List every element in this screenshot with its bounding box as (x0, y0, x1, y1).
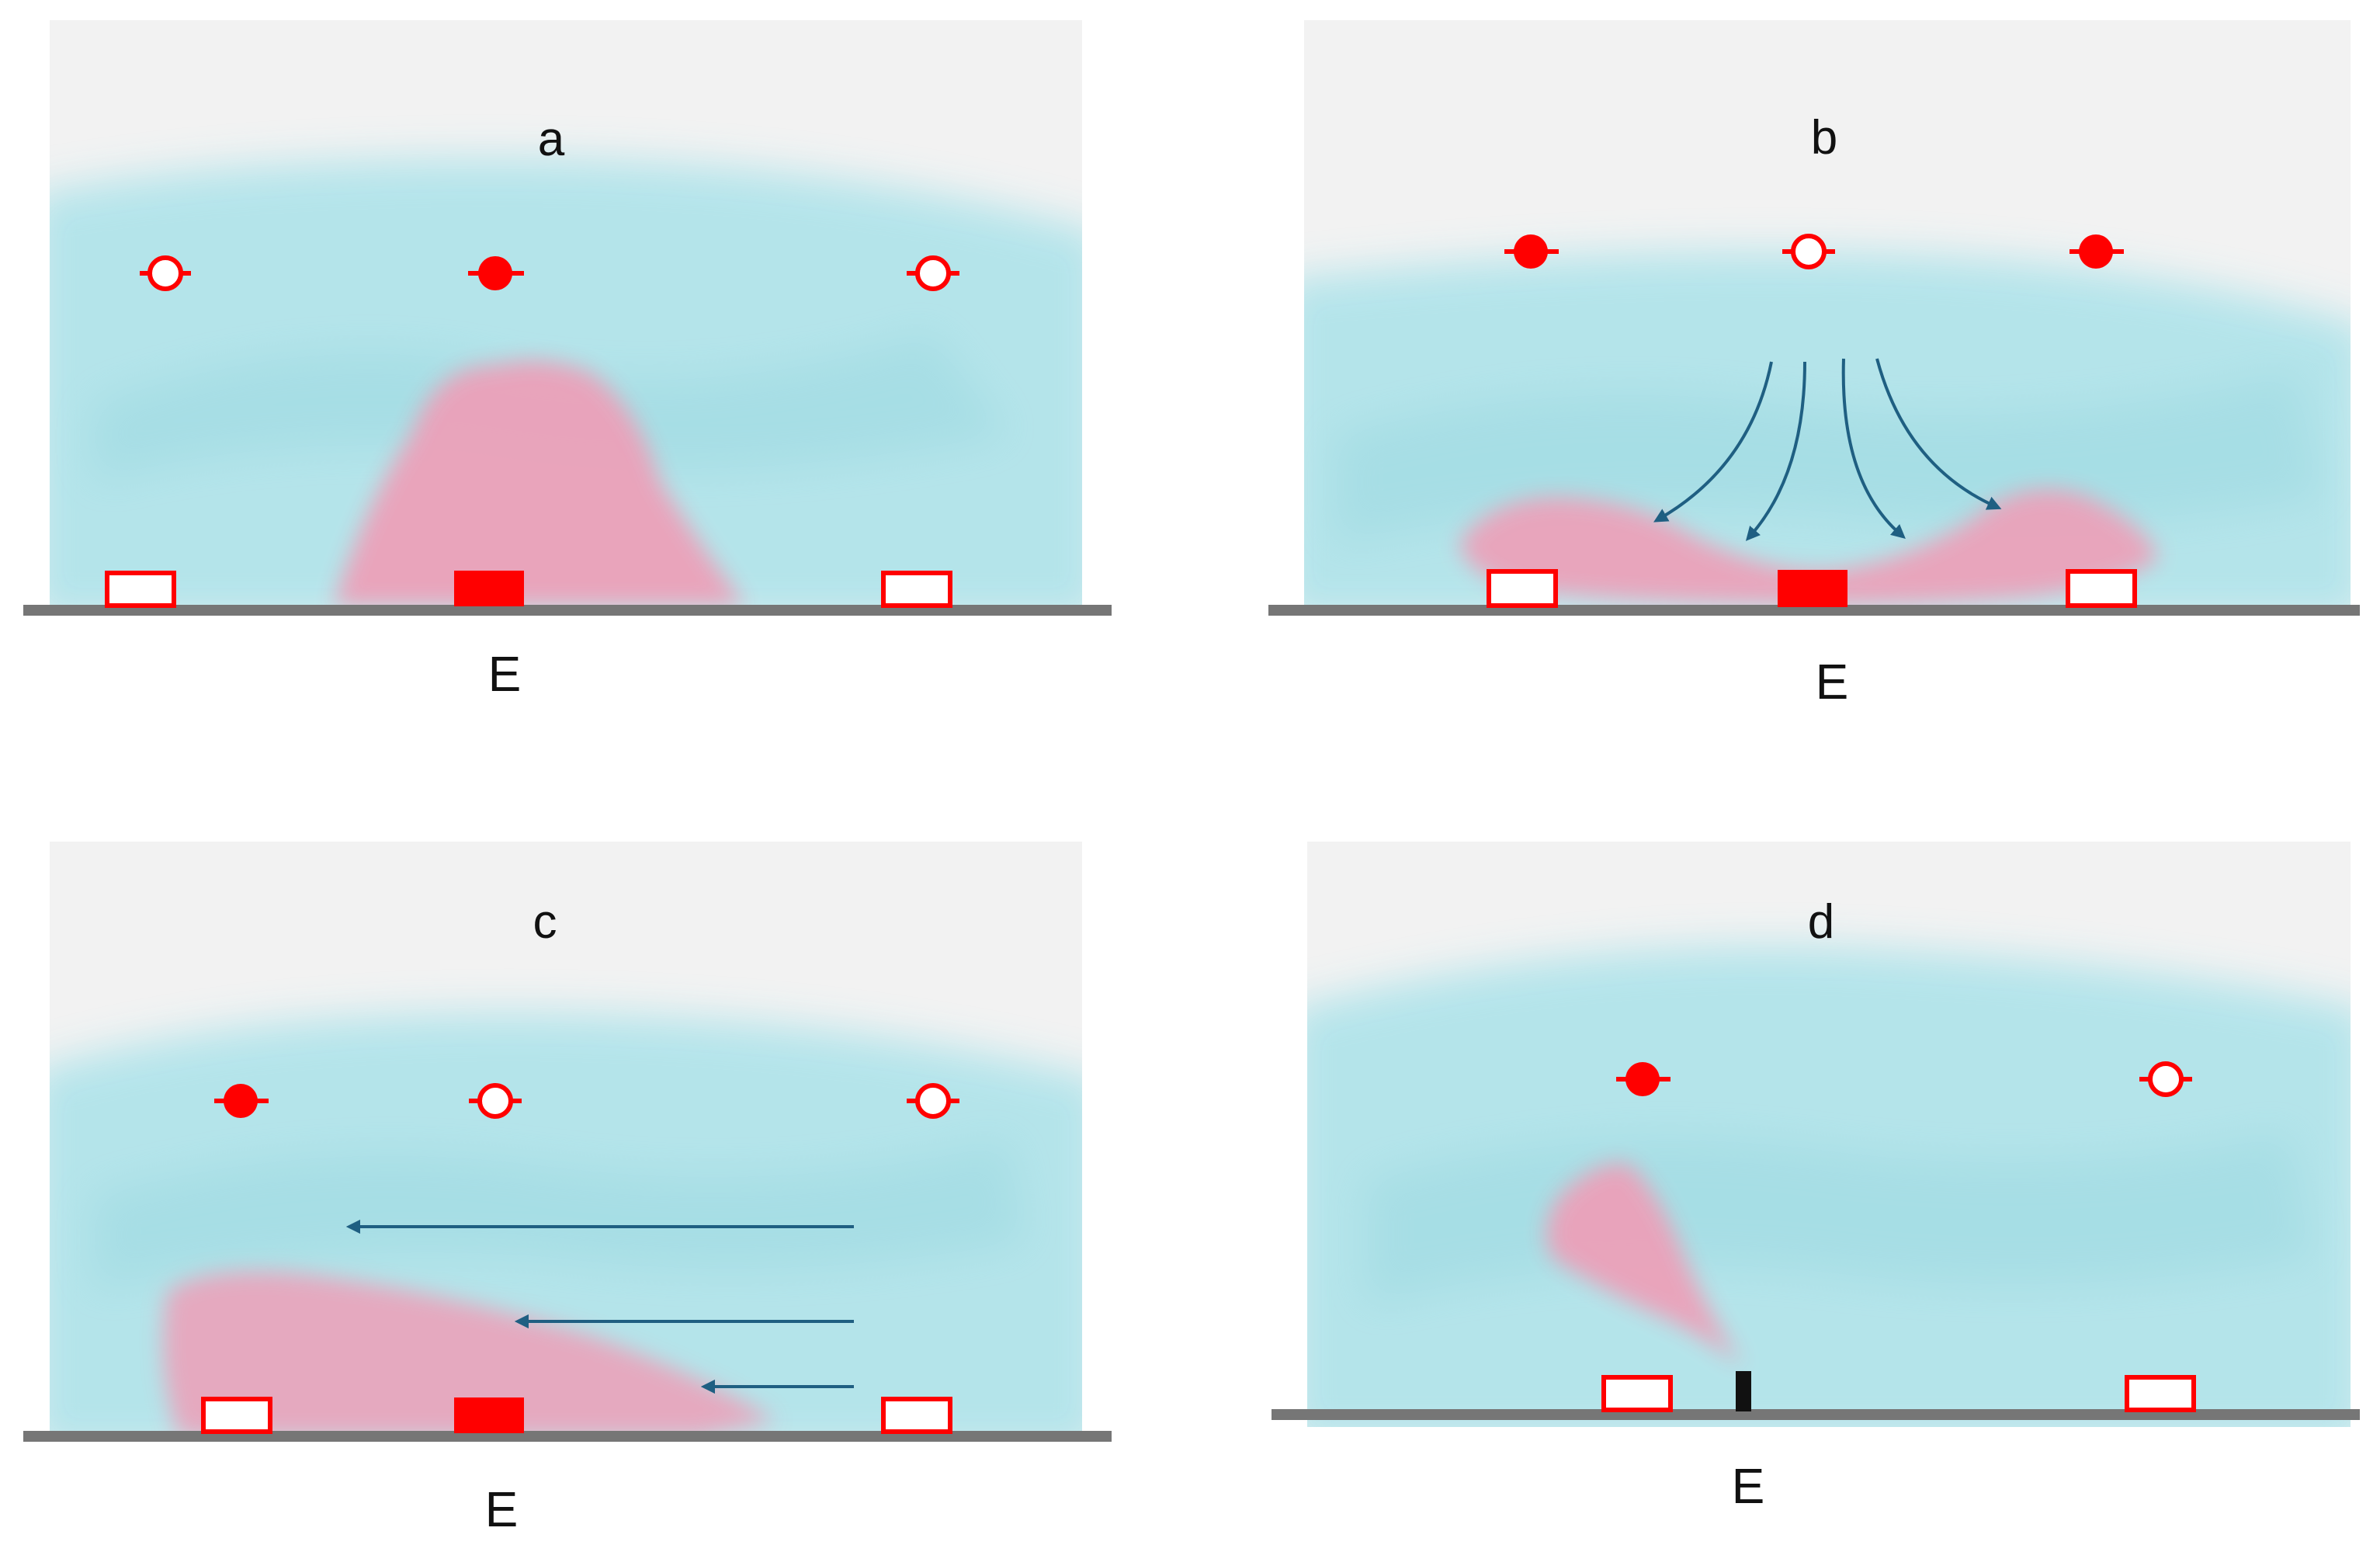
panel-c-ground-label: E (485, 1481, 519, 1537)
panel-b-downdraft-arrows (1653, 358, 2002, 541)
panel-d-ground-station-2 (2125, 1375, 2196, 1412)
panel-c-label: c (533, 895, 557, 949)
panel-d-ground-label: E (1732, 1458, 1765, 1514)
panel-c-ground-station-3 (881, 1397, 952, 1434)
panel-b-arrow-3 (1841, 358, 1906, 540)
panel-c-air-marker-3 (907, 1083, 959, 1119)
panel-c-air-marker-2 (469, 1083, 522, 1119)
panel-c-plume (163, 1271, 776, 1436)
panel-b-ground-label: E (1816, 654, 1849, 710)
panel-c: c E (23, 842, 1112, 1537)
panel-d-air-marker-2 (2139, 1061, 2192, 1097)
panel-b-air-marker-2 (1782, 234, 1835, 269)
panel-d-plume (1546, 1163, 1744, 1368)
panel-d-air-marker-1 (1616, 1062, 1671, 1096)
panel-c-wind-arrows (345, 1219, 854, 1394)
panel-a-label: a (538, 113, 565, 166)
panel-a: a E (23, 20, 1112, 702)
panel-b-arrow-2 (1745, 361, 1806, 541)
panel-b: b E (1268, 20, 2360, 710)
panel-b-air-marker-3 (2069, 234, 2124, 269)
panel-b-arrow-1 (1653, 361, 1773, 523)
panel-b-ground-station-3 (2066, 569, 2137, 608)
panel-a-plume (334, 360, 745, 606)
panel-a-ground-label: E (488, 646, 522, 702)
panel-b-ground-station-2 (1778, 570, 1847, 607)
panel-a-air-marker-1 (140, 255, 191, 291)
panel-a-ground-station-1 (105, 571, 176, 608)
panel-b-arrow-4 (1875, 358, 2002, 510)
panel-d: d E (1272, 842, 2360, 1514)
panel-b-label: b (1811, 111, 1837, 165)
panel-c-ground-station-2 (454, 1397, 524, 1433)
panel-c-air-swirl (93, 1141, 1025, 1289)
panel-a-ground-station-3 (881, 571, 952, 608)
panel-d-ground-station-1 (1601, 1375, 1673, 1412)
panel-d-source-tower (1736, 1371, 1751, 1411)
panel-c-air-marker-1 (214, 1084, 269, 1118)
panel-d-label: d (1808, 895, 1834, 949)
panel-c-ground-station-1 (201, 1397, 272, 1434)
panel-b-plume (1459, 489, 2158, 605)
panel-a-air-marker-2 (468, 256, 524, 290)
panel-b-ground-station-1 (1487, 569, 1558, 608)
panel-b-air-marker-1 (1504, 234, 1559, 269)
panel-a-ground-station-2 (454, 571, 524, 606)
panel-a-air-marker-3 (907, 255, 959, 291)
